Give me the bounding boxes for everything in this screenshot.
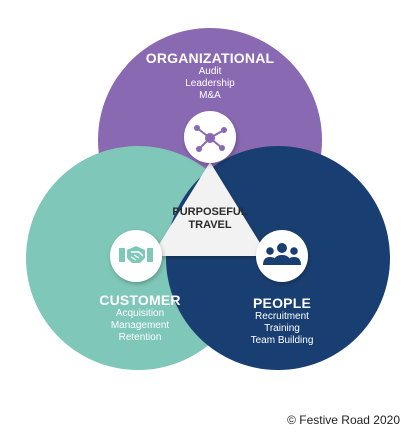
organizational-label-group: ORGANIZATIONAL Audit Leadership M&A [140,50,280,102]
customer-title: CUSTOMER [99,292,181,308]
customer-label-group: CUSTOMER Acquisition Management Retentio… [80,292,200,344]
people-label-group: PEOPLE Recruitment Training Team Buildin… [222,295,342,347]
customer-item: Retention [118,332,162,343]
people-item: Training [264,323,300,334]
people-title: PEOPLE [253,295,311,311]
customer-icon-badge [110,230,162,282]
network-nodes-icon [194,125,227,152]
center-triangle [152,162,268,256]
center-label-group: PURPOSEFUL TRAVEL [160,206,260,232]
copyright-notice: © Festive Road 2020 [287,413,400,427]
customer-item: Management [110,320,170,331]
center-title-line2: TRAVEL [188,219,232,231]
people-icon-badge [256,230,308,282]
organizational-item: Audit [198,66,222,77]
team-people-icon [263,243,301,265]
organizational-title: ORGANIZATIONAL [145,50,275,66]
handshake-icon [119,246,153,263]
people-item: Recruitment [255,311,309,322]
organizational-icon-badge [184,111,236,163]
center-title-line1: PURPOSEFUL [172,206,248,218]
organizational-item: Leadership [185,78,235,89]
people-item: Team Building [250,335,314,346]
customer-item: Acquisition [115,308,165,319]
organizational-item: M&A [199,90,221,101]
